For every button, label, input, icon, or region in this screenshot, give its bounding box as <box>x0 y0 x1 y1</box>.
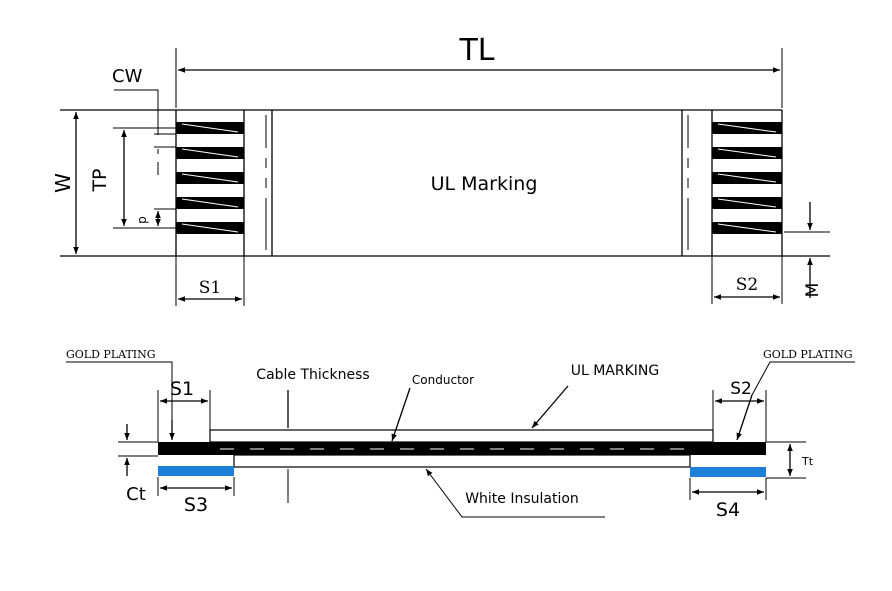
white-insulation-label: White Insulation <box>465 491 579 507</box>
left-conductors <box>176 122 244 234</box>
conductor-arrow <box>391 387 411 442</box>
conductor-label: Conductor <box>412 373 474 387</box>
ul-marking-label: UL Marking <box>431 173 538 195</box>
cw-label: CW <box>112 66 143 87</box>
white-insulation-leader <box>425 468 605 518</box>
right-conductors <box>712 122 782 234</box>
gold-plating-right-arrow <box>736 394 753 441</box>
ul-marking-side-label: UL MARKING <box>571 363 660 379</box>
tp-label: TP <box>89 168 111 192</box>
gold-plating-right-leader <box>751 361 855 396</box>
tl-label: TL <box>458 33 494 68</box>
gold-plating-left-leader <box>66 361 173 440</box>
w-label: W <box>51 173 75 193</box>
side-view: GOLD PLATING GOLD PLATING S1 S2 Cable Th… <box>66 348 855 521</box>
ul-marking-arrow <box>531 385 569 429</box>
s1-top-label: S1 <box>199 278 221 298</box>
s2-side-label: S2 <box>730 379 752 399</box>
cable-thickness-label: Cable Thickness <box>256 367 369 383</box>
stiffener-right <box>690 467 766 477</box>
m-label: M <box>803 283 823 298</box>
s3-label: S3 <box>184 494 208 516</box>
tt-label: Tt <box>801 455 814 468</box>
s4-label: S4 <box>716 499 740 521</box>
cw-leader <box>114 89 159 135</box>
stiffener-left <box>158 466 234 476</box>
s1-side-label: S1 <box>170 378 194 400</box>
s2-top-label: S2 <box>736 275 758 295</box>
p-label: p <box>135 216 149 224</box>
top-cover-layer <box>209 429 714 443</box>
gold-plating-left-label: GOLD PLATING <box>66 348 156 361</box>
white-insulation-layer <box>233 454 691 468</box>
gold-plating-right-label: GOLD PLATING <box>763 348 853 361</box>
ct-label: Ct <box>126 484 146 505</box>
top-view: TL <box>51 33 830 306</box>
